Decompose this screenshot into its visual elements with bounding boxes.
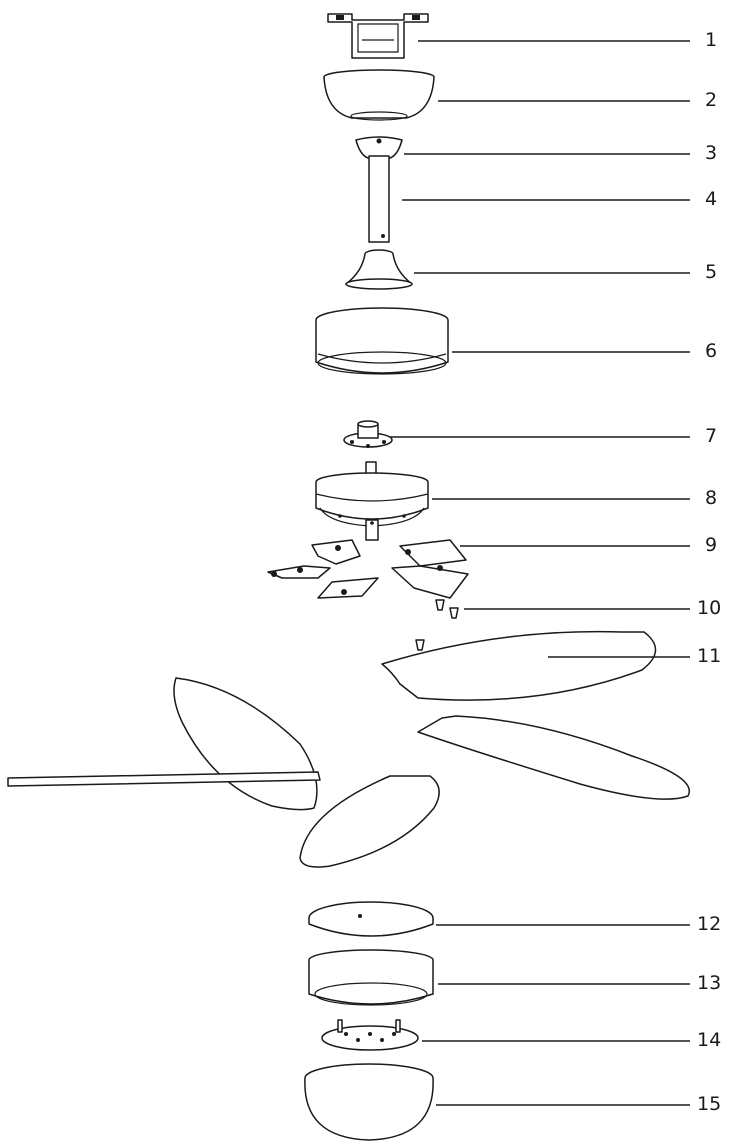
- coupling-cover: [345, 249, 413, 290]
- light-kit-housing: [308, 949, 434, 1006]
- part-number-10: 10: [697, 597, 722, 619]
- blade-irons: [267, 539, 469, 599]
- blades: [7, 630, 690, 868]
- light-kit-plate: [308, 901, 434, 937]
- part-number-12: 12: [697, 913, 722, 935]
- part-number-8: 8: [705, 487, 718, 509]
- motor: [315, 461, 429, 541]
- part-number-3: 3: [705, 142, 718, 164]
- blade-screws: [415, 599, 459, 651]
- part-number-7: 7: [705, 425, 718, 447]
- part-number-9: 9: [705, 534, 718, 556]
- part-number-2: 2: [705, 89, 718, 111]
- part-number-6: 6: [705, 340, 718, 362]
- part-number-1: 1: [705, 29, 718, 51]
- part-number-13: 13: [697, 972, 722, 994]
- canopy: [323, 69, 435, 121]
- part-number-11: 11: [697, 645, 722, 667]
- downrod: [368, 155, 390, 243]
- part-number-15: 15: [697, 1093, 722, 1115]
- mounting-bracket: [327, 13, 429, 59]
- part-number-14: 14: [697, 1029, 722, 1051]
- hanger-ball: [355, 136, 403, 159]
- motor-mount: [343, 420, 393, 448]
- glass-shade: [304, 1063, 434, 1141]
- leader-lines: [390, 40, 690, 1106]
- led-light-plate: [321, 1019, 419, 1051]
- part-number-5: 5: [705, 261, 718, 283]
- part-number-4: 4: [705, 188, 718, 210]
- motor-housing-cover: [315, 307, 449, 375]
